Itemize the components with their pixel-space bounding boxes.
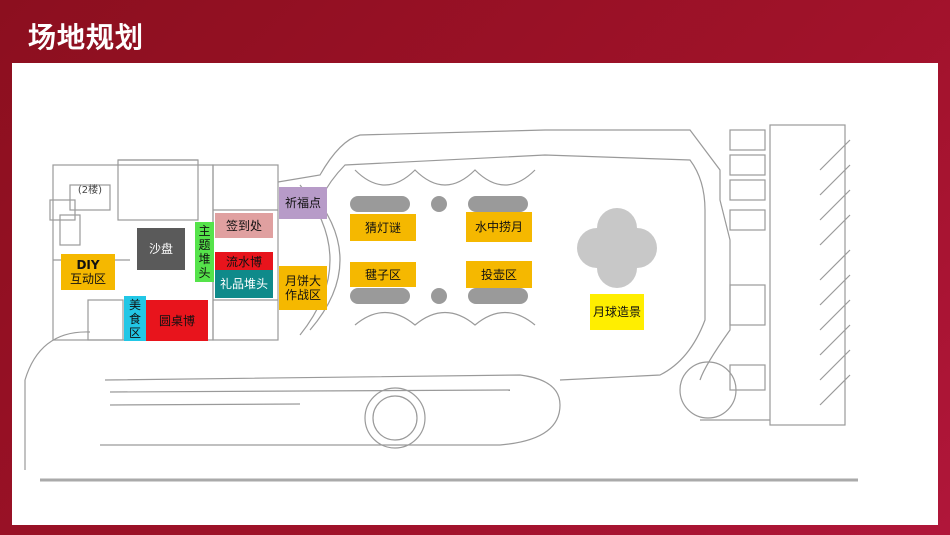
zone-pitch-pot: 投壶区 xyxy=(466,261,532,288)
zone-diy-line2: 互动区 xyxy=(69,272,106,286)
zone-round-table-bo: 圆桌博 xyxy=(146,300,208,341)
floor-note: (2楼) xyxy=(77,185,103,196)
zone-mooncake-battle: 月饼大作战区 xyxy=(279,266,327,310)
zone-moon-scenery: 月球造景 xyxy=(590,294,644,330)
zone-prayer-point: 祈福点 xyxy=(279,187,327,219)
zone-flowing-bo: 流水博 xyxy=(215,252,273,272)
zone-gift-display: 礼品堆头 xyxy=(215,270,273,298)
zone-theme-display: 主题堆头 xyxy=(195,222,214,282)
zone-checkin: 签到处 xyxy=(215,213,273,238)
zone-diy-line1: DIY xyxy=(76,258,100,272)
zone-diy: DIY 互动区 xyxy=(61,254,115,290)
page-title: 场地规划 xyxy=(28,21,145,54)
zone-sandtable: 沙盘 xyxy=(137,228,185,270)
zone-lantern-riddles: 猜灯谜 xyxy=(350,214,416,241)
zone-food: 美食区 xyxy=(124,296,146,341)
zone-shuttlecock: 毽子区 xyxy=(350,262,416,287)
zone-moon-in-water: 水中捞月 xyxy=(466,212,532,242)
